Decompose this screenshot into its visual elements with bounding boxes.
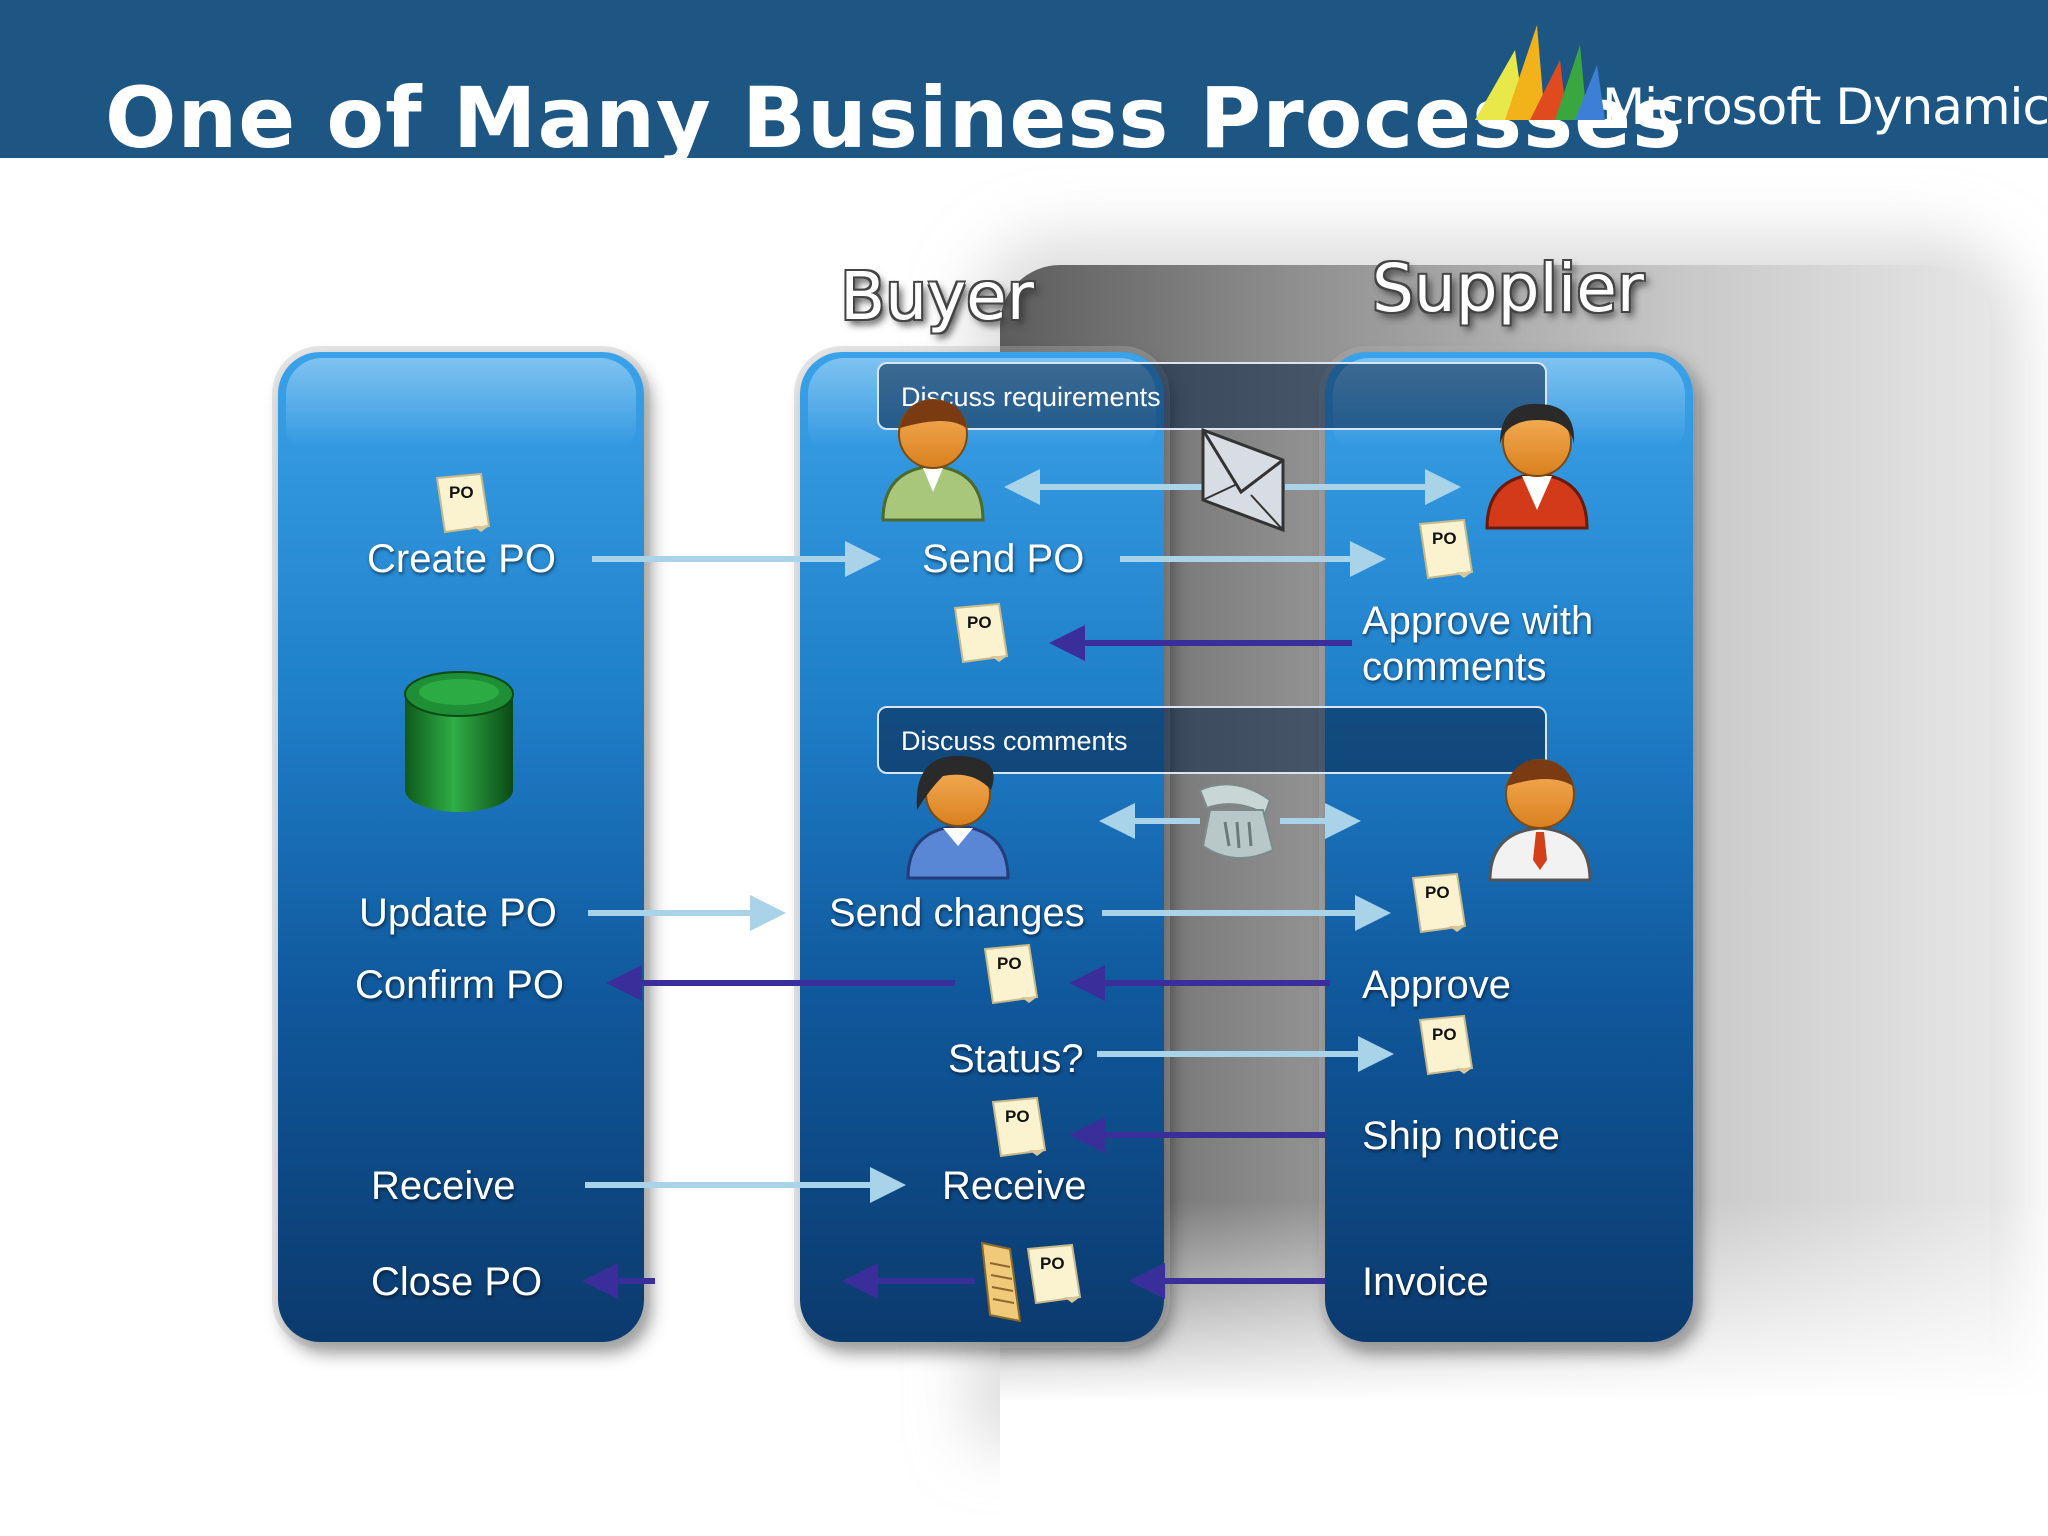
close-po-label: Close PO (371, 1260, 543, 1304)
brand-name: Microsoft Dynamics (1602, 78, 2048, 136)
update-po-label: Update PO (359, 891, 557, 935)
po-document-icon (436, 473, 490, 533)
receive-mid-label: Receive (942, 1164, 1087, 1208)
po-document-icon (1412, 873, 1466, 933)
discuss-comments-box: Discuss comments (877, 706, 1547, 774)
create-po-label: Create PO (367, 537, 556, 581)
po-document-icon (1419, 519, 1473, 579)
po-document-icon (992, 1097, 1046, 1157)
po-document-icon (984, 944, 1038, 1004)
receive-left-label: Receive (371, 1164, 516, 1208)
invoice-label: Invoice (1362, 1260, 1489, 1304)
person-icon (906, 755, 1010, 880)
slide-title: One of Many Business Processes (105, 69, 1684, 167)
discuss-requirements-box: Discuss requirements (877, 362, 1547, 430)
confirm-po-label: Confirm PO (355, 963, 564, 1007)
discuss-comments-label: Discuss comments (901, 726, 1128, 756)
person-icon (881, 399, 985, 522)
envelope-icon (1201, 427, 1285, 533)
supplier-heading: Supplier (1372, 250, 1644, 327)
po-document-icon (1419, 1015, 1473, 1075)
approve-label: Approve (1362, 963, 1511, 1007)
approve-with-comments-label: Approve with comments (1362, 599, 1594, 689)
stacked-documents-icon (980, 1241, 1022, 1323)
person-icon (1485, 403, 1589, 530)
send-po-label: Send PO (922, 537, 1085, 581)
status-label: Status? (948, 1037, 1084, 1081)
ship-notice-label: Ship notice (1362, 1114, 1560, 1158)
telephone-icon (1198, 783, 1275, 860)
microsoft-dynamics-logo-icon (1475, 25, 1605, 120)
po-document-icon (1027, 1244, 1081, 1304)
slide-header (0, 0, 2048, 158)
buyer-heading: Buyer (840, 258, 1034, 335)
po-document-icon (954, 603, 1008, 663)
send-changes-label: Send changes (829, 891, 1085, 935)
person-icon (1488, 759, 1592, 882)
database-icon (404, 671, 514, 812)
